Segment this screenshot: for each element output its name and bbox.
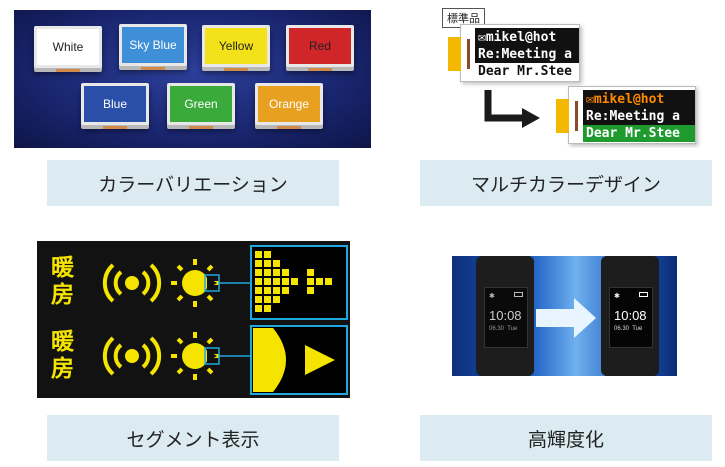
segment-display-image: 暖房 暖房 (37, 241, 350, 398)
swatch-green: Green (167, 83, 235, 129)
swatch-white: White (34, 26, 102, 72)
signal-wave-icon-top (102, 263, 162, 303)
swatch-red: Red (286, 25, 354, 71)
arrow-down-right-icon (484, 90, 540, 128)
swatch-sky-blue: Sky Blue (119, 24, 187, 70)
multi-color-design-image: 標準品 ✉mikel@hot Re:Meeting a Dear Mr.Stee… (418, 6, 718, 148)
watch-right-time: 10:08 (614, 308, 647, 323)
watch-left-date: 06.30 Tue (489, 326, 518, 332)
signal-wave-icon-bottom (102, 336, 162, 376)
sun-icon-top (171, 259, 220, 307)
swatch-blue: Blue (81, 83, 149, 129)
swatch-yellow: Yellow (202, 25, 270, 71)
heating-label-bottom: 暖房 (51, 329, 74, 382)
dot-matrix-zoom (250, 245, 348, 320)
caption-color-variation: カラーバリエーション (47, 160, 339, 206)
tag-standard: ✉mikel@hot Re:Meeting a Dear Mr.Stee (448, 24, 580, 82)
color-variation-image: White Sky Blue Yellow Red Blue Green Ora… (14, 10, 371, 148)
high-brightness-image: ✱ 10:08 06.30 Tue ✱ 10:08 06.30 Tue (452, 256, 677, 376)
caption-segment-display: セグメント表示 (47, 415, 339, 461)
arrow-right-icon (536, 298, 596, 338)
caption-high-brightness: 高輝度化 (420, 415, 712, 461)
caption-multi-color: マルチカラーデザイン (420, 160, 712, 206)
watch-right-date: 06.30 Tue (614, 326, 643, 332)
sun-icon-bottom (171, 332, 220, 380)
segment-icons (102, 245, 348, 395)
heating-label-top: 暖房 (51, 255, 74, 308)
tag-multicolor: ✉mikel@hot Re:Meeting a Dear Mr.Stee (556, 86, 696, 144)
standard-product-badge: 標準品 (442, 8, 485, 28)
swatch-orange: Orange (255, 83, 323, 129)
watch-right: ✱ 10:08 06.30 Tue (601, 256, 659, 376)
watch-left: ✱ 10:08 06.30 Tue (476, 256, 534, 376)
segment-zoom (250, 325, 348, 395)
watch-left-time: 10:08 (489, 308, 522, 323)
